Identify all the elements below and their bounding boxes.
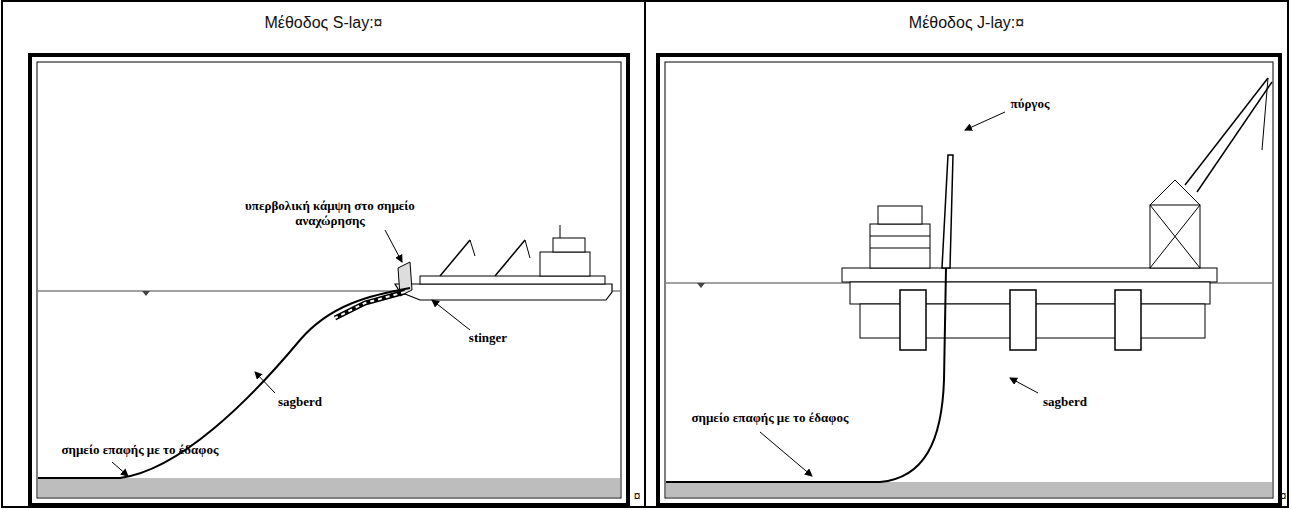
table-cell: Μέθοδος J-lay:¤: [646, 2, 1287, 506]
callout-label: σημείο επαφής με το έδαφος: [62, 443, 219, 458]
part-label: πύργος: [1011, 97, 1050, 112]
callout-label: σημείο επαφής με το έδαφος: [692, 411, 849, 426]
cell-marker: ¤: [634, 490, 641, 504]
table-cell: Μέθοδος S-lay:¤: [3, 2, 644, 506]
cell-marker: ¤: [1280, 490, 1287, 504]
part-label: sagberd: [278, 395, 322, 410]
part-label: stinger: [469, 331, 507, 346]
callout-label: υπερβολική κάμψη στο σημείο αναχώρησης: [235, 199, 425, 229]
panel-heading: Μέθοδος J-lay:¤: [646, 14, 1287, 32]
panel-heading: Μέθοδος S-lay:¤: [3, 14, 644, 32]
part-label: sagberd: [1043, 395, 1087, 410]
